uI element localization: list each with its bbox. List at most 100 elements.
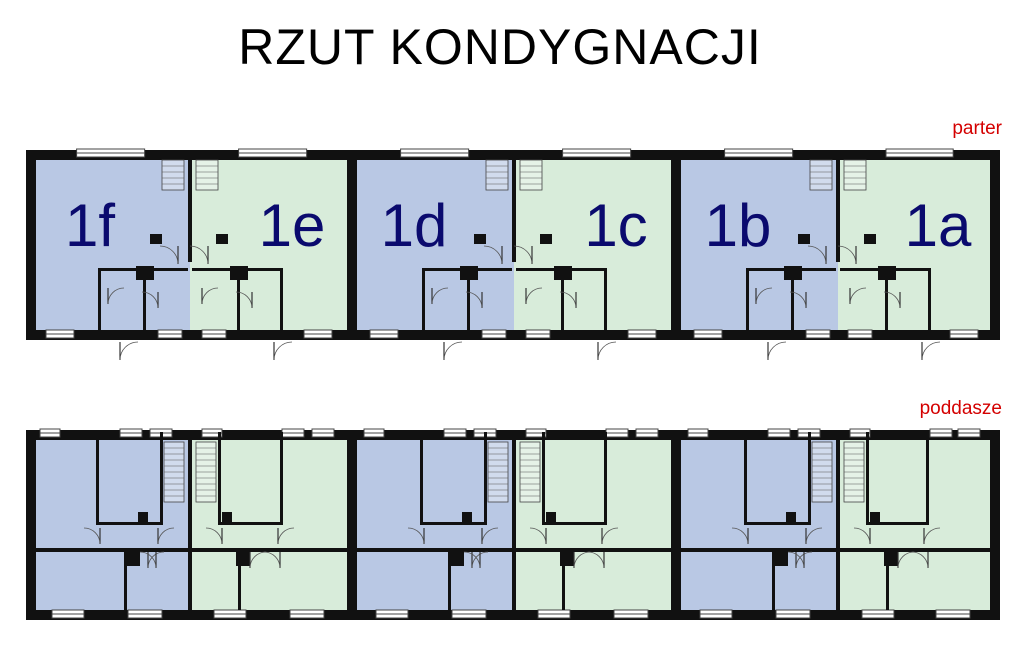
room-wall <box>561 268 564 330</box>
room-wall <box>160 432 163 522</box>
chimney <box>216 234 228 244</box>
drawing-title: RZUT KONDYGNACJI <box>238 19 762 75</box>
unit-wall <box>836 152 840 262</box>
door-swing-arc <box>731 527 749 545</box>
door-swing-arc <box>923 527 941 545</box>
door-swing-arc <box>159 245 179 265</box>
door-swing-arc <box>471 551 489 569</box>
room-wall <box>928 268 931 330</box>
staircase <box>843 159 867 191</box>
door-swing-arc <box>525 287 543 305</box>
door-swing-arc <box>573 551 591 569</box>
door-swing-arc <box>443 341 463 361</box>
staircase <box>809 159 833 191</box>
unit-floor-area <box>352 152 514 338</box>
chimney <box>798 234 810 244</box>
chimney <box>554 266 572 280</box>
unit-wall <box>188 152 192 262</box>
door-swing-arc <box>483 245 503 265</box>
room-wall <box>420 522 487 525</box>
room-wall <box>746 268 749 330</box>
room-wall <box>808 432 811 522</box>
unit-wall <box>512 152 516 262</box>
room-wall <box>886 552 889 610</box>
chimney <box>864 234 876 244</box>
room-wall <box>422 268 425 330</box>
unit-floor-area <box>28 152 190 338</box>
chimney <box>884 552 898 566</box>
room-wall <box>676 548 838 552</box>
chimney <box>450 552 464 566</box>
door-swing-arc <box>189 245 209 265</box>
unit-wall <box>512 432 516 618</box>
chimney <box>460 266 478 280</box>
chimney <box>474 234 486 244</box>
unit-label: 1f <box>65 192 115 259</box>
door-swing-arc <box>481 527 499 545</box>
room-wall <box>238 552 241 610</box>
door-swing-arc <box>559 291 577 309</box>
room-wall <box>604 432 607 522</box>
outer-wall-right <box>990 430 1000 620</box>
door-swing-arc <box>529 527 547 545</box>
room-wall <box>352 548 514 552</box>
room-wall <box>190 548 352 552</box>
door-swing-arc <box>157 527 175 545</box>
door-swing-arc <box>849 287 867 305</box>
attic-floor-plan <box>26 428 1000 620</box>
door-swing-arc <box>463 551 481 569</box>
room-wall <box>96 432 99 522</box>
unit-label: 1e <box>259 192 326 259</box>
chimney <box>126 552 140 566</box>
room-wall <box>542 522 607 525</box>
level-label-poddasze: poddasze <box>919 398 1002 419</box>
room-wall <box>28 548 190 552</box>
room-wall <box>420 432 423 522</box>
chimney <box>786 512 796 522</box>
door-swing-arc <box>205 527 223 545</box>
room-wall <box>96 522 163 525</box>
door-swing-arc <box>235 291 253 309</box>
door-swing-arc <box>407 527 425 545</box>
door-swing-arc <box>587 551 605 569</box>
chimney <box>540 234 552 244</box>
chimney <box>774 552 788 566</box>
door-swing-arc <box>897 551 915 569</box>
door-swing-arc <box>277 527 295 545</box>
room-wall <box>744 522 811 525</box>
room-wall <box>448 552 451 610</box>
room-wall <box>143 268 146 330</box>
staircase <box>485 159 509 191</box>
door-swing-arc <box>119 341 139 361</box>
room-wall <box>542 432 545 522</box>
chimney <box>546 512 556 522</box>
door-swing-arc <box>513 245 533 265</box>
room-wall <box>98 268 101 330</box>
door-swing-arc <box>807 245 827 265</box>
chimney <box>878 266 896 280</box>
staircase <box>195 159 219 191</box>
room-wall <box>866 522 929 525</box>
door-swing-arc <box>249 551 267 569</box>
door-swing-arc <box>921 341 941 361</box>
party-wall <box>347 432 357 618</box>
door-swing-arc <box>795 551 813 569</box>
chimney <box>150 234 162 244</box>
chimney <box>138 512 148 522</box>
room-wall <box>237 268 240 330</box>
party-wall <box>347 152 357 338</box>
room-wall <box>838 548 998 552</box>
door-swing-arc <box>273 341 293 361</box>
unit-floor-area <box>838 152 998 338</box>
unit-floor-area <box>676 152 838 338</box>
door-swing-arc <box>83 527 101 545</box>
outer-wall-left <box>26 430 36 620</box>
chimney <box>560 552 574 566</box>
level-label-parter: parter <box>952 118 1002 139</box>
room-wall <box>744 432 747 522</box>
unit-wall <box>188 432 192 618</box>
outer-wall-left <box>26 150 36 340</box>
room-wall <box>885 268 888 330</box>
